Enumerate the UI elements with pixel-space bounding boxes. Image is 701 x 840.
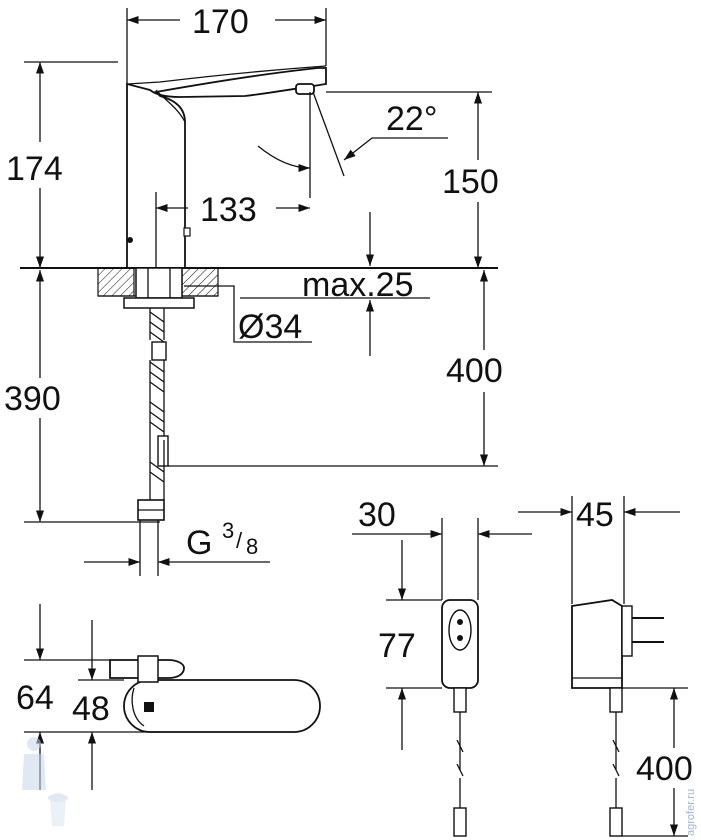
dim-150: 150 — [442, 163, 499, 201]
dim-400-hose: 400 — [446, 352, 503, 390]
spout-tip — [295, 83, 315, 95]
countertop-section-right — [181, 267, 219, 297]
dim-max-25: max.25 — [302, 266, 414, 304]
dim-adapter-77: 77 — [378, 627, 416, 665]
countertop-section-left — [97, 267, 135, 297]
dim-plan-48: 48 — [72, 690, 110, 728]
mounting-shank — [135, 267, 183, 299]
adapter-side-body — [571, 599, 623, 689]
faucet-plan-view — [109, 655, 321, 733]
dim-adapter-45: 45 — [576, 496, 614, 534]
power-adapter-side — [571, 599, 664, 837]
mounting-nut — [123, 297, 195, 309]
faucet-side-view — [20, 65, 498, 521]
dim-plan-64: 64 — [16, 679, 54, 717]
dim-174: 174 — [6, 150, 63, 188]
plan-body — [123, 679, 321, 733]
dim-133: 133 — [200, 191, 257, 229]
dim-thread-numerator: 3 — [222, 518, 234, 543]
faucet-dimensions: 170 174 22° 150 133 max.25 Ø34 400 — [4, 3, 503, 576]
dim-diameter-34: Ø34 — [238, 308, 302, 346]
watermark-text: agrofer.ru — [685, 789, 697, 836]
plan-dimensions: 64 48 — [16, 604, 160, 790]
dim-thread-denominator: 8 — [246, 534, 258, 559]
adapter-front-dimensions: 30 77 — [352, 496, 532, 750]
dim-390: 390 — [4, 380, 61, 418]
dim-adapter-30: 30 — [358, 496, 396, 534]
dim-cable-400: 400 — [636, 750, 693, 788]
supply-hose — [149, 308, 165, 340]
power-adapter-front — [441, 599, 479, 837]
faucet-body — [126, 67, 327, 269]
dim-thread-g: G — [186, 524, 212, 562]
dim-170: 170 — [192, 3, 249, 41]
plumber-logo — [22, 737, 68, 826]
dim-angle-22: 22° — [386, 100, 437, 138]
adapter-side-dimensions: 45 400 — [518, 496, 693, 837]
dim-thread-slash: / — [236, 528, 243, 553]
